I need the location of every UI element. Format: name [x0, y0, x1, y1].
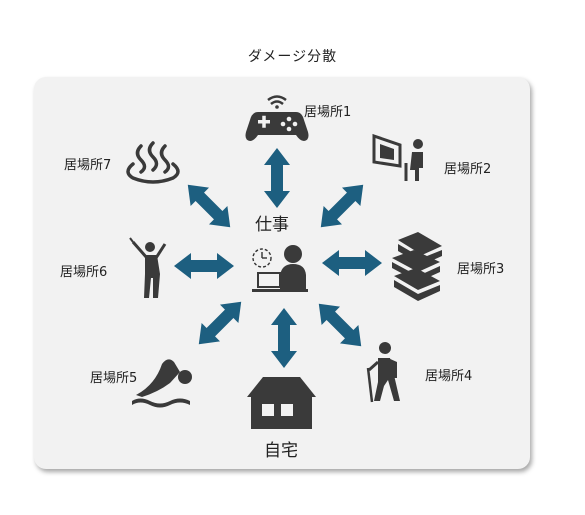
center-label-work: 仕事 — [255, 215, 289, 235]
diagram-title: ダメージ分散 — [247, 49, 338, 65]
arrow-down — [271, 308, 297, 368]
arrow-down-left — [189, 292, 251, 354]
golfer-icon — [129, 237, 167, 298]
place-label-1: 居場所1 — [304, 105, 352, 120]
place-label-6: 居場所6 — [60, 265, 108, 280]
place-label-5: 居場所5 — [90, 371, 138, 386]
home-label: 自宅 — [264, 441, 298, 461]
arrow-down-right — [309, 294, 371, 356]
place-label-3: 居場所3 — [457, 262, 505, 277]
place-label-2: 居場所2 — [444, 162, 492, 177]
arrow-up-left — [178, 175, 240, 237]
books-icon — [392, 232, 442, 301]
arrow-up-right — [311, 175, 373, 237]
house-icon — [247, 377, 316, 429]
arrow-up — [264, 148, 290, 208]
swimmer-icon — [132, 359, 192, 408]
worker-icon — [252, 245, 308, 292]
hot-spring-icon — [126, 141, 180, 184]
arrow-right — [322, 250, 382, 276]
presentation-icon — [372, 133, 423, 181]
hiker-icon — [366, 342, 400, 403]
game-controller-icon — [245, 95, 309, 141]
place-label-7: 居場所7 — [64, 158, 112, 173]
arrow-left — [174, 253, 234, 279]
place-label-4: 居場所4 — [425, 369, 473, 384]
